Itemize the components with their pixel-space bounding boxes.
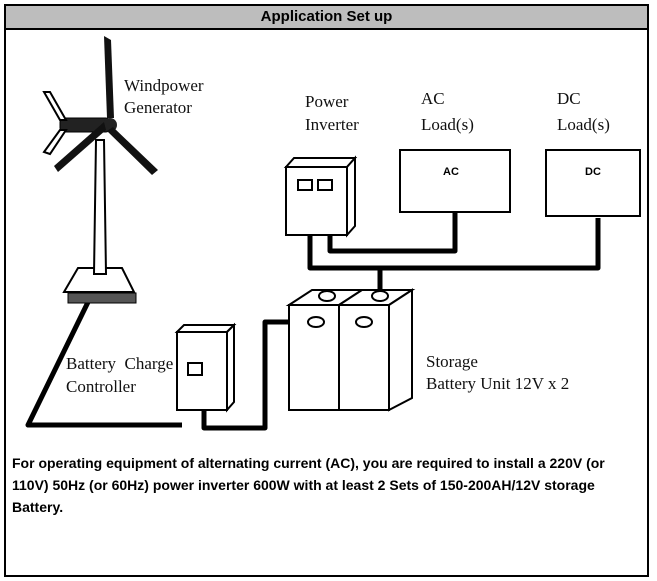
storage-label-line1: Storage bbox=[426, 352, 478, 371]
wire-inverter-to-ac-load bbox=[327, 213, 458, 254]
wind-turbine-icon bbox=[42, 36, 158, 304]
dc-load-box bbox=[545, 149, 641, 217]
wire-to-dc-load bbox=[310, 218, 601, 271]
storage-label-line2: Battery Unit 12V x 2 bbox=[426, 374, 569, 393]
ac-label-line1: AC bbox=[421, 89, 445, 108]
description-text: For operating equipment of alternating c… bbox=[12, 455, 605, 515]
dc-label-line2: Load(s) bbox=[557, 115, 610, 134]
wire-controller-to-battery bbox=[201, 319, 313, 431]
panel-title: Application Set up bbox=[6, 6, 647, 30]
wiring bbox=[25, 213, 601, 431]
ac-box-label: AC bbox=[443, 166, 459, 178]
controller-label-line1: Battery Charge bbox=[66, 354, 173, 373]
inverter-label-line2: Inverter bbox=[305, 115, 359, 134]
wire-turbine-to-controller bbox=[25, 296, 182, 428]
wind-label-line2: Generator bbox=[124, 98, 192, 117]
dc-label-line1: DC bbox=[557, 89, 581, 108]
ac-label-line2: Load(s) bbox=[421, 115, 474, 134]
inverter-label-line1: Power bbox=[305, 92, 349, 111]
charge-controller-icon bbox=[174, 322, 237, 413]
battery-icon bbox=[285, 288, 416, 412]
controller-label-line2: Controller bbox=[66, 377, 136, 396]
wind-label-line1: Windpower bbox=[124, 76, 204, 95]
ac-load-box bbox=[399, 149, 511, 213]
dc-box-label: DC bbox=[585, 166, 601, 178]
power-inverter-icon bbox=[283, 155, 358, 238]
